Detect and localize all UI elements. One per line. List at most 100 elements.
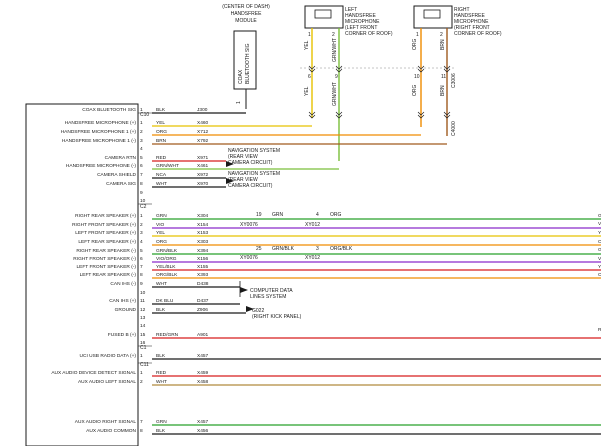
wire-color: NCA — [156, 172, 167, 178]
nav1-line-2: (REAR VIEW — [228, 154, 258, 160]
wire-color: BLK — [156, 428, 166, 434]
splice2-code: XY0076 — [240, 255, 258, 261]
pin-label: HANDSFREE MICROPHONE 1 (+) — [61, 129, 137, 135]
wire-color: BLK — [156, 107, 166, 113]
pin-label: LEFT REAR SPEAKER (-) — [80, 272, 137, 278]
pin-label: FUSED B (+) — [108, 332, 137, 338]
pin-label: CAMERA RTN — [105, 155, 137, 161]
right-edge-tag: G — [598, 213, 601, 219]
conn-label-c1: C1 — [140, 345, 147, 351]
splice2-pin-left: 25 — [256, 246, 262, 252]
nav1-line-3: CAMERA CIRCUIT) — [228, 160, 273, 166]
right-edge-tag: O — [598, 239, 601, 245]
wire-circuit: A901 — [197, 332, 209, 338]
pin-number: 3 — [140, 138, 143, 144]
splice-group-1: 19 XY0076 GRN 4 XY012 ORG — [240, 212, 342, 228]
pin-row: 10 — [140, 198, 146, 204]
wire-circuit: D438 — [197, 281, 209, 287]
can-arrow: COMPUTER DATA LINES SYSTEM — [239, 281, 293, 300]
splice-pin-3: 10 — [414, 74, 420, 80]
wire-color: RED/GRN — [156, 332, 179, 338]
splice1-color2: ORG — [330, 212, 342, 218]
lower-chevron-2 — [335, 111, 343, 119]
wire-color: RED — [156, 155, 167, 161]
splice1-code2: XY012 — [305, 222, 320, 228]
splice-chevron-2 — [335, 65, 343, 73]
pin-label: AUX AUDIO DEVICE DETECT SIGNAL — [51, 370, 136, 376]
pin-number: 9 — [140, 190, 143, 196]
pin-number: 14 — [140, 323, 146, 329]
wire-color: YEL/BLK — [156, 264, 176, 270]
pin-row: 13 — [140, 315, 146, 321]
nav1-line-1: NAVIGATION SYSTEM — [228, 148, 280, 154]
lower-connector: C4000 — [451, 121, 457, 136]
pin-number: 1 — [140, 107, 143, 113]
left-mic-pin-1: 1 — [308, 32, 311, 38]
left-mic-title-2: HANDSFREE — [345, 13, 377, 19]
conn-label-c11: C11 — [140, 362, 149, 368]
pin-number: 7 — [140, 264, 143, 270]
pin-number: 2 — [140, 222, 143, 228]
lower-wire-2: GRN/WHT — [332, 82, 338, 106]
wire-circuit: J300 — [197, 107, 208, 113]
pin-label: HANDSFREE MICROPHONE 1 (-) — [62, 138, 136, 144]
wire-color: BLK — [156, 307, 166, 313]
wire-circuit: X153 — [197, 230, 209, 236]
wire-color: GRN — [156, 419, 167, 425]
splice-pin-1: 6 — [308, 74, 311, 80]
pin-number: 6 — [140, 256, 143, 262]
wire-color: ORG — [156, 239, 167, 245]
pin-number: 5 — [140, 248, 143, 254]
pin-number: 4 — [140, 239, 143, 245]
pin-label: RIGHT REAR SPEAKER (-) — [76, 248, 136, 254]
handsfree-box-label-1: COAX — [238, 69, 244, 84]
wire-color: BLK — [156, 353, 166, 359]
right-mic-wire-1: ORG — [412, 39, 418, 51]
wire-circuit: X456 — [197, 428, 209, 434]
handsfree-module-box — [233, 30, 257, 90]
pin-label: CAMERA SIG — [106, 181, 136, 187]
radio-module-box — [25, 103, 139, 446]
left-mic-title-5: CORNER OF ROOF) — [345, 31, 393, 37]
pin-row: COAX BLUETOOTH SIG 1 BLK J300 — [82, 107, 246, 114]
wire-circuit: X460 — [197, 120, 209, 126]
wire-circuit: X303 — [197, 239, 209, 245]
wire-color: GRN — [156, 213, 167, 219]
wire-circuit: X970 — [197, 181, 209, 187]
pin-label: UCI USB RADIO DATA (+) — [80, 353, 137, 359]
pin-number: 1 — [140, 213, 143, 219]
pin-label: HANDSFREE MICROPHONE (-) — [66, 163, 136, 169]
pin-number: 11 — [140, 298, 145, 304]
right-edge-tag: V — [598, 256, 601, 262]
lower-wire-1: YEL — [304, 86, 310, 96]
handsfree-title-2: HANDSFREE — [231, 11, 263, 17]
left-mic-wire-1: YEL — [304, 40, 310, 50]
wire-color: YEL — [156, 120, 165, 126]
wire-color: VIO/ORG — [156, 256, 177, 262]
right-mic-element — [423, 9, 441, 19]
pin-row: 10 — [140, 290, 146, 296]
right-edge-tag: O — [598, 272, 601, 278]
wire-color: YEL — [156, 230, 165, 236]
splice2-color: GRN/BLK — [272, 246, 295, 252]
wire-color: VIO — [156, 222, 165, 228]
pin-number: 16 — [140, 340, 146, 346]
pin-label: COAX BLUETOOTH SIG — [82, 107, 136, 113]
handsfree-title-1: (CENTER OF DASH) — [222, 4, 270, 10]
right-mic-title-3: MICROPHONE — [454, 19, 489, 25]
lower-chevron-1 — [308, 111, 316, 119]
